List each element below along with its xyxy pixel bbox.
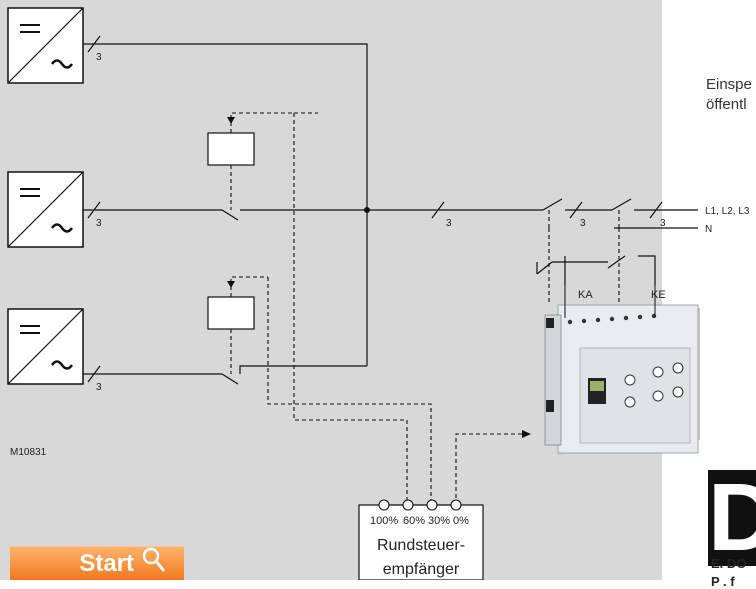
cable-label: 3 (96, 218, 102, 229)
relay-1 (207, 132, 255, 166)
footer-heading: E. DO (711, 556, 747, 571)
receiver-level-60: 60% (403, 515, 425, 527)
start-button[interactable]: Start (10, 546, 184, 580)
receiver-name-line1: Rundsteuer- (377, 537, 465, 554)
cable-label: 3 (660, 218, 666, 229)
control-lines (230, 112, 620, 505)
neutral-label: N (705, 224, 712, 235)
arrow-head (522, 430, 531, 438)
relay-ke-label: KE (651, 289, 666, 301)
receiver-level-100: 100% (370, 515, 398, 527)
receiver-level-30: 30% (428, 515, 450, 527)
cable-markers (87, 35, 663, 383)
cable-label: 3 (96, 52, 102, 63)
arrow-head (227, 281, 235, 288)
cable-label: 3 (580, 218, 586, 229)
section-letter: D (708, 470, 756, 566)
footer-subheading: P . f (711, 574, 735, 589)
inverter-2 (7, 171, 84, 248)
search-icon (142, 547, 166, 580)
phase-label: L1, L2, L3 (705, 206, 750, 217)
diagram-background (0, 0, 662, 580)
figure-id: M10831 (10, 447, 47, 458)
arrow-head (227, 117, 235, 124)
inverter-1 (7, 7, 84, 84)
feed-in-text-line1: Einspe (706, 76, 752, 93)
relay-2 (207, 296, 255, 330)
receiver-level-0: 0% (453, 515, 469, 527)
grid-protection-device (544, 285, 700, 455)
receiver-name-line2: empfänger (383, 561, 460, 578)
cable-label: 3 (446, 218, 452, 229)
cable-label: 3 (96, 382, 102, 393)
start-button-label: Start (79, 549, 134, 577)
junction-dot (364, 207, 370, 213)
inverter-3 (7, 308, 84, 385)
feed-in-text-line2: öffentl (706, 96, 747, 113)
relay-ka-label: KA (578, 289, 593, 301)
